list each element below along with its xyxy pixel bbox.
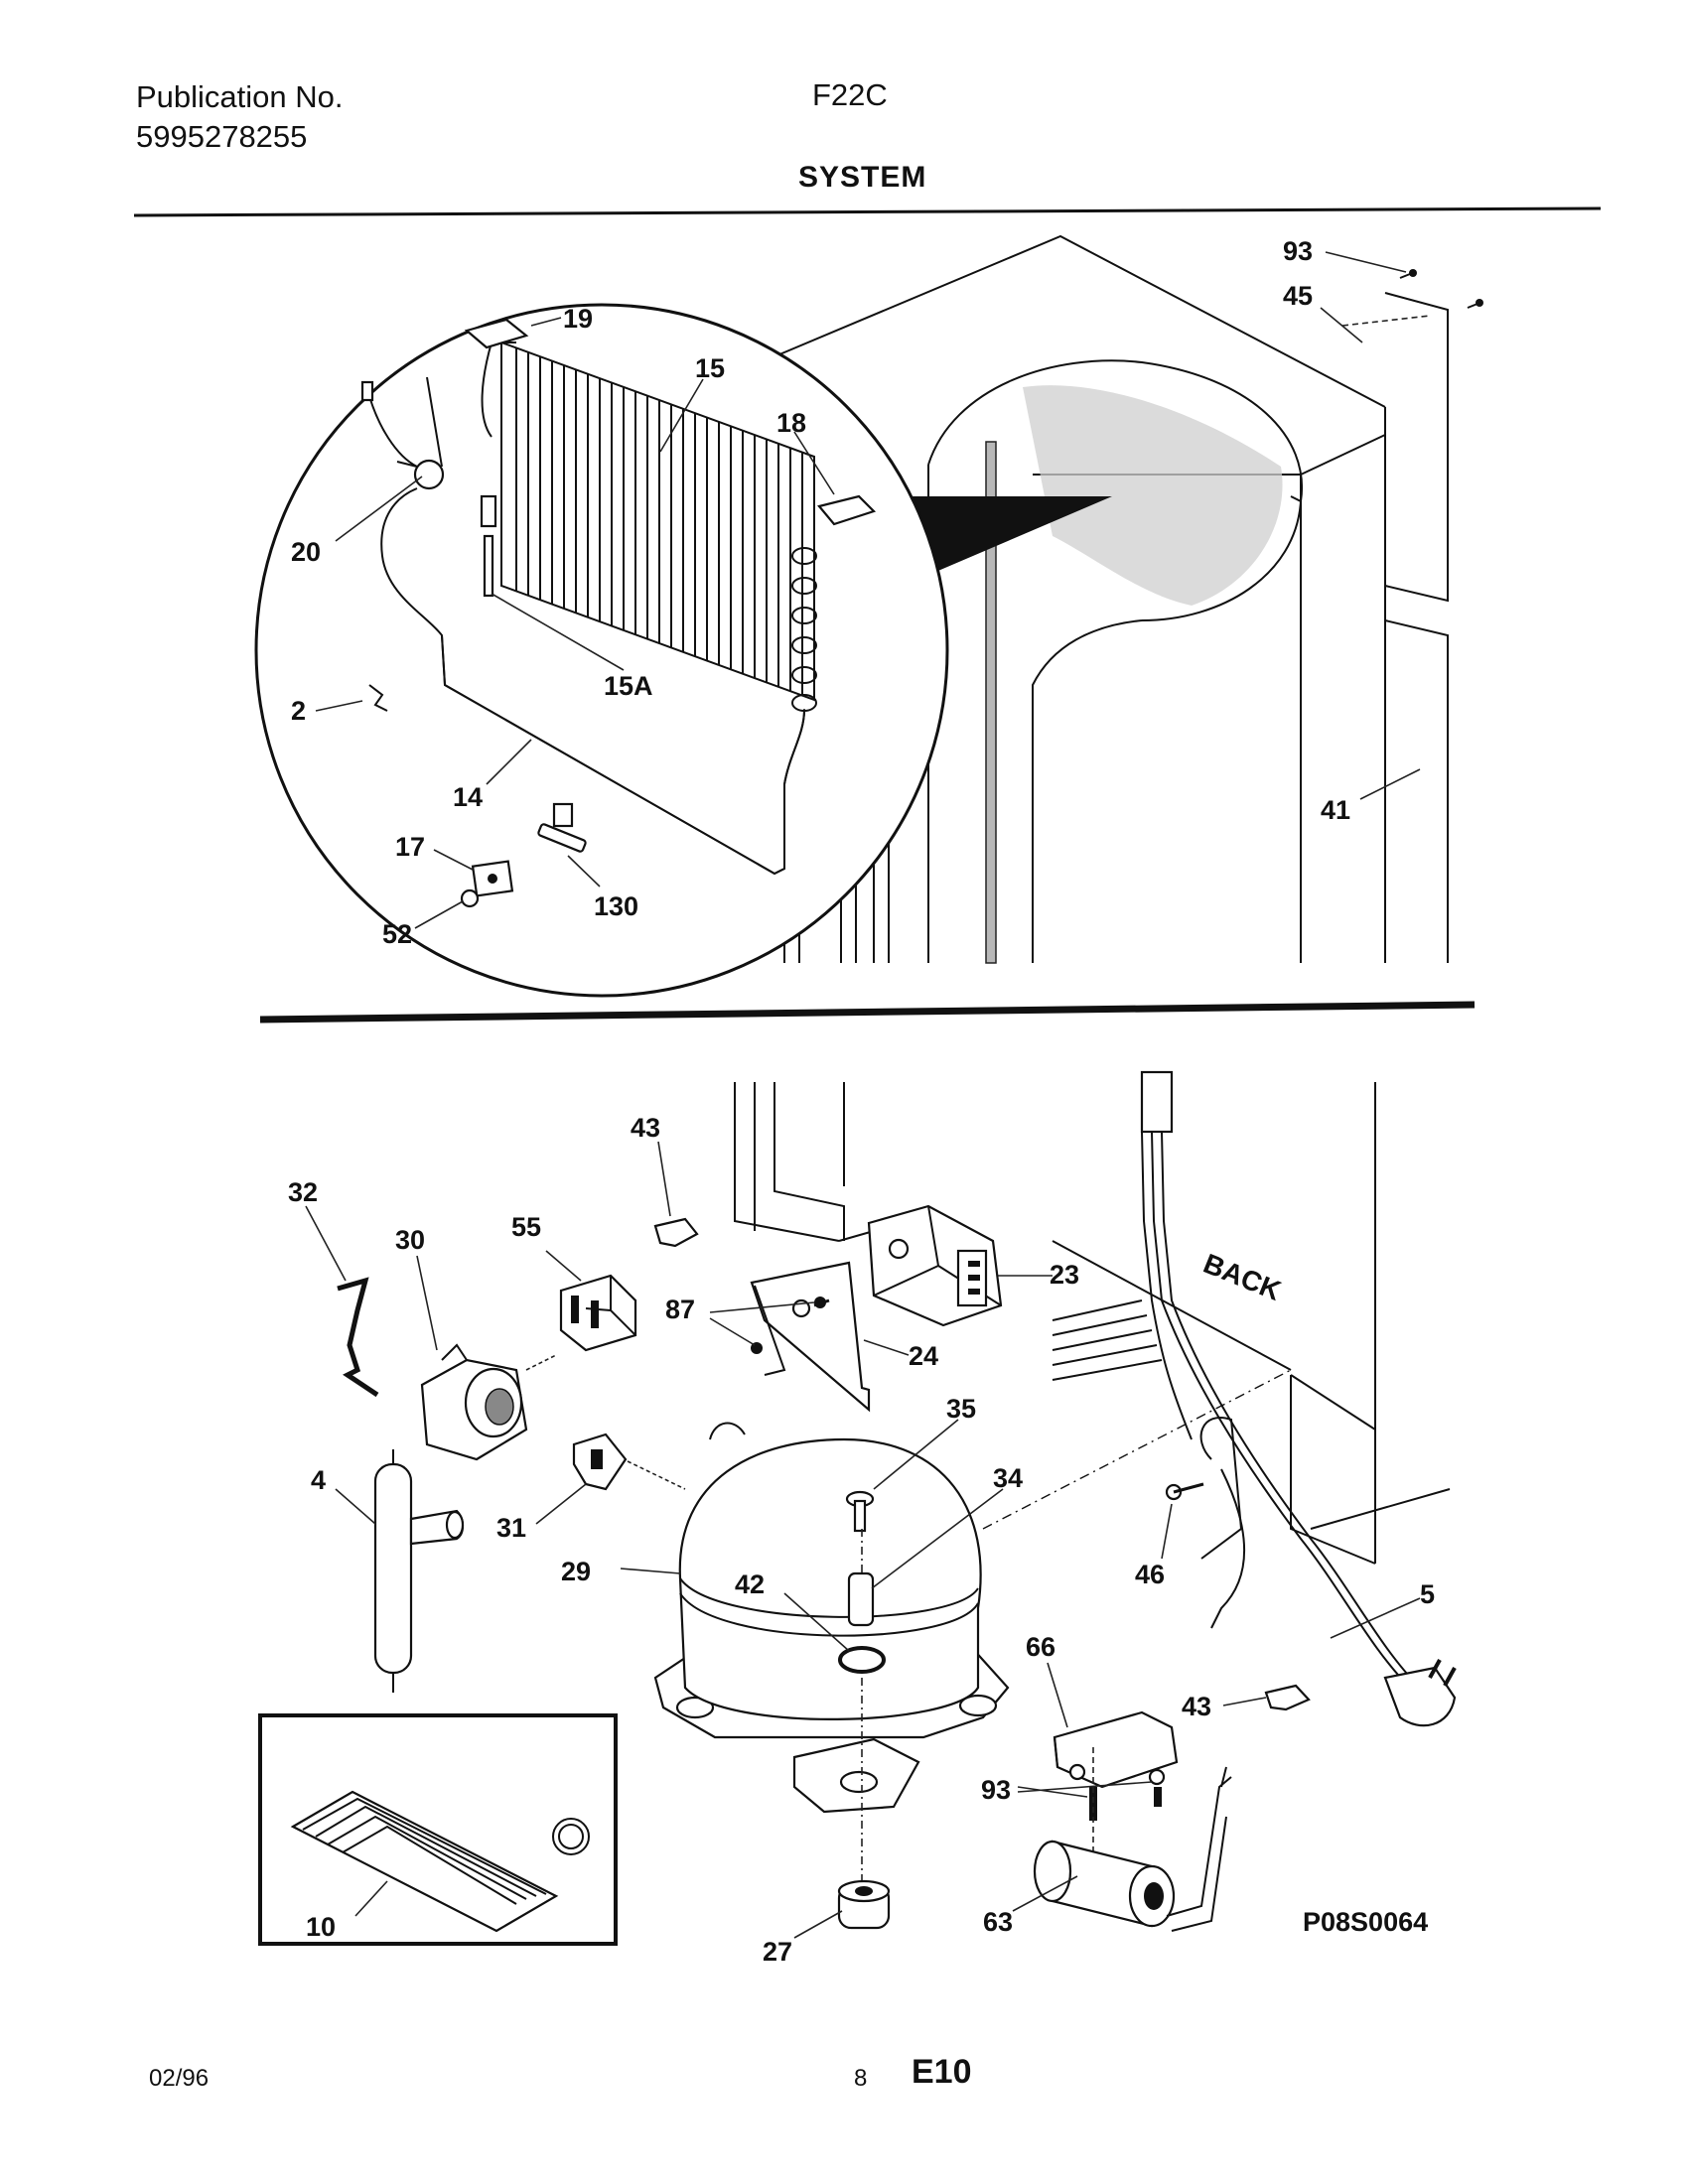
callout-30: 30 (395, 1225, 425, 1255)
callout-15: 15 (695, 353, 725, 383)
part-34-spacer (847, 1571, 875, 1627)
callout-43-bottom: 43 (1182, 1692, 1211, 1721)
callout-19: 19 (563, 304, 593, 334)
bottom-callouts: 43 32 30 55 87 23 24 35 4 31 34 29 42 46… (288, 1113, 1435, 1967)
part-20-defrost-thermostat (360, 376, 445, 636)
cabinet-drawing (772, 234, 1449, 964)
callout-66: 66 (1026, 1632, 1055, 1662)
callout-130: 130 (594, 891, 638, 921)
callout-20: 20 (291, 537, 321, 567)
back-label: BACK (1199, 1248, 1286, 1306)
part-93-screws-top (1399, 269, 1483, 309)
callout-34: 34 (993, 1463, 1023, 1493)
part-43-clip-bottom (1264, 1684, 1311, 1711)
diagram-code: P08S0064 (1303, 1907, 1428, 1937)
part-42-grommet (838, 1646, 886, 1674)
callout-87: 87 (665, 1295, 695, 1324)
part-5-power-cord (1052, 1070, 1457, 1727)
callout-41: 41 (1321, 795, 1350, 825)
callout-32: 32 (288, 1177, 318, 1207)
section-title: SYSTEM (798, 161, 927, 194)
section-divider (259, 1001, 1476, 1024)
callout-5: 5 (1420, 1579, 1435, 1609)
evaporator-detail-circle (254, 303, 949, 998)
part-32-wire (337, 1277, 379, 1398)
model-number: F22C (812, 77, 888, 112)
callout-24: 24 (909, 1341, 938, 1371)
callout-29: 29 (561, 1557, 591, 1586)
callout-14: 14 (453, 782, 483, 812)
callout-93-bottom: 93 (981, 1775, 1011, 1805)
top-callouts: 93 45 19 15 18 20 15A 2 14 17 130 52 41 (291, 236, 1350, 949)
callout-52: 52 (382, 919, 412, 949)
part-19-pad (464, 318, 529, 349)
callout-35: 35 (946, 1394, 976, 1424)
callout-27: 27 (763, 1937, 792, 1967)
header-rule (133, 206, 1602, 217)
part-130-screw (537, 802, 587, 853)
part-93-screws-bottom (1089, 1747, 1162, 1866)
evaporator-coil (480, 341, 817, 712)
callout-55: 55 (511, 1212, 541, 1242)
publication-number: 5995278255 (136, 119, 308, 154)
footer-date: 02/96 (149, 2065, 210, 2092)
callout-63: 63 (983, 1907, 1013, 1937)
callout-15a: 15A (604, 671, 653, 701)
publication-label: Publication No. (136, 79, 344, 114)
callout-4: 4 (311, 1465, 326, 1495)
footer-page-number: 8 (854, 2065, 868, 2092)
callout-17: 17 (395, 832, 425, 862)
part-52-ring (460, 888, 480, 908)
part-31-terminal (572, 1433, 686, 1491)
footer-section-code: E10 (912, 2053, 972, 2091)
inset-condenser-box (258, 1713, 618, 1946)
part-35-bolt (845, 1490, 875, 1533)
part-24-bracket (750, 1261, 871, 1413)
callout-31: 31 (496, 1513, 526, 1543)
part-55-relay (559, 1274, 637, 1352)
part-18-pad (817, 494, 877, 526)
part-46-screw (1165, 1482, 1204, 1501)
part-29-compressor (653, 1422, 1010, 1814)
callout-42: 42 (735, 1570, 765, 1599)
callout-23: 23 (1050, 1260, 1079, 1290)
part-63-capacitor (1033, 1766, 1232, 1932)
callout-93-top: 93 (1283, 236, 1313, 266)
bottom-leaders (305, 1141, 1421, 1939)
part-66-bracket (1053, 1710, 1179, 1789)
cabinet-bottom (734, 1082, 1451, 1565)
part-30-overload (420, 1343, 557, 1461)
part-43-clip-top (653, 1217, 699, 1248)
part-23-defrost-timer (867, 1204, 1003, 1327)
part-4-drier (373, 1449, 465, 1693)
callout-45: 45 (1283, 281, 1313, 311)
callout-10: 10 (306, 1912, 336, 1942)
callout-2: 2 (291, 696, 306, 726)
top-leaders (315, 251, 1421, 929)
part-27-grommet (837, 1879, 891, 1930)
part-2-clip (368, 684, 388, 712)
callout-46: 46 (1135, 1560, 1165, 1589)
callout-43-top: 43 (631, 1113, 660, 1143)
callout-18: 18 (776, 408, 806, 438)
